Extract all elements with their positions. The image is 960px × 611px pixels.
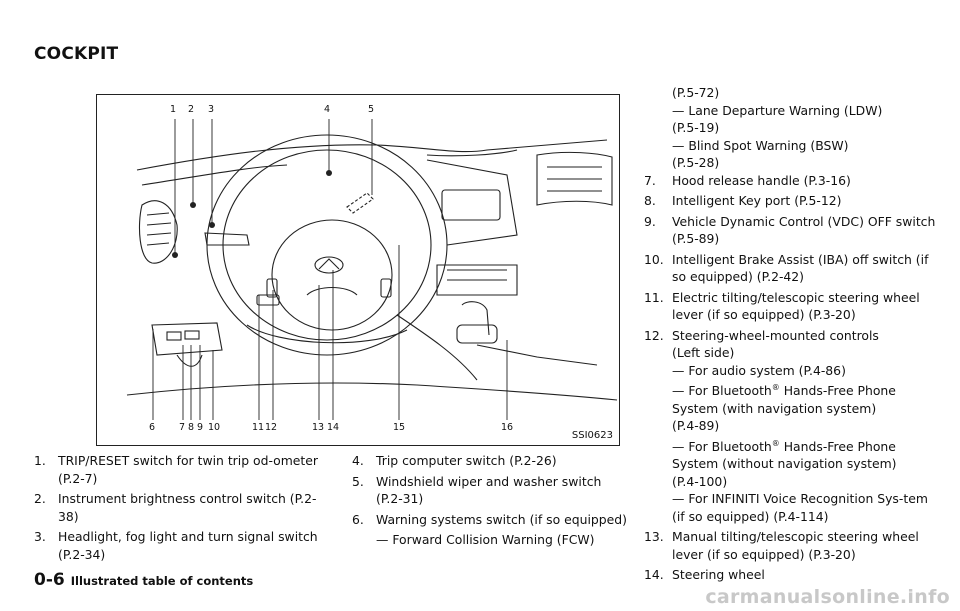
footer-caption: Illustrated table of contents bbox=[70, 574, 254, 588]
text-line: — Blind Spot Warning (BSW) bbox=[672, 137, 849, 153]
callout-1: 1 bbox=[170, 104, 177, 115]
page-number: 0-6 bbox=[34, 570, 65, 590]
list-item: 11.Electric tilting/telescopic steering … bbox=[644, 289, 920, 323]
text-line: (P.5-72) bbox=[672, 85, 720, 100]
callout-5: 5 bbox=[368, 104, 375, 115]
list-item: 6.Warning systems switch (if so equipped… bbox=[352, 511, 627, 527]
callout-9: 9 bbox=[197, 422, 204, 433]
callout-13: 13 bbox=[312, 422, 325, 433]
list-item: 12.Steering-wheel-mounted controls bbox=[644, 327, 879, 343]
callout-3: 3 bbox=[208, 104, 215, 115]
sub-item: — Forward Collision Warning (FCW) bbox=[376, 532, 595, 547]
cockpit-drawing bbox=[126, 119, 618, 420]
text-line: — For INFINITI Voice Recognition Sys-tem… bbox=[672, 491, 928, 524]
list-item: 13.Manual tilting/telescopic steering wh… bbox=[644, 529, 919, 562]
callout-12: 12 bbox=[265, 422, 278, 433]
callout-16: 16 bbox=[501, 422, 514, 433]
text-line: (P.5-28) bbox=[672, 155, 720, 170]
legend-column-3: (P.5-72) — Lane Departure Warning (LDW) … bbox=[644, 84, 944, 587]
cockpit-illustration: 1 2 3 4 5 6 7 8 9 10 11 12 13 14 15 16 S… bbox=[96, 94, 620, 446]
callout-6: 6 bbox=[149, 422, 156, 433]
list-item: 10.Intelligent Brake Assist (IBA) off sw… bbox=[644, 251, 929, 285]
text-line: (Left side) bbox=[672, 345, 735, 360]
text-line: (P.5-19) bbox=[672, 120, 720, 135]
callout-10: 10 bbox=[208, 422, 221, 433]
list-item: 8.Intelligent Key port (P.5-12) bbox=[644, 193, 842, 208]
list-item: 14.Steering wheel bbox=[644, 567, 765, 583]
callout-2: 2 bbox=[188, 104, 195, 115]
callout-11: 11 bbox=[252, 422, 265, 433]
text-line: — For audio system (P.4-86) bbox=[672, 362, 846, 378]
registered-mark: ® bbox=[771, 438, 780, 448]
list-item: 9.Vehicle Dynamic Control (VDC) OFF swit… bbox=[644, 213, 936, 247]
list-item: 5.Windshield wiper and washer switch (P.… bbox=[352, 473, 602, 507]
list-item: 2.Instrument brightness control switch (… bbox=[34, 491, 317, 524]
text-line: System (with navigation system) bbox=[672, 400, 877, 416]
callout-15: 15 bbox=[393, 422, 406, 433]
callout-4: 4 bbox=[324, 104, 331, 115]
list-item: 7.Hood release handle (P.3-16) bbox=[644, 172, 851, 188]
callout-14: 14 bbox=[327, 422, 340, 433]
section-title: COCKPIT bbox=[34, 44, 119, 64]
text-line: System (without navigation system) bbox=[672, 456, 897, 472]
callout-8: 8 bbox=[188, 422, 195, 433]
legend-column-2: 4.Trip computer switch (P.2-26) 5.Windsh… bbox=[352, 452, 627, 549]
text-line: — Lane Departure Warning (LDW) bbox=[672, 102, 883, 118]
figure-code: SSI0623 bbox=[571, 430, 613, 441]
callout-7: 7 bbox=[179, 422, 186, 433]
registered-mark: ® bbox=[771, 383, 780, 392]
list-item: 1.TRIP/RESET switch for twin trip od-ome… bbox=[34, 453, 319, 486]
text-line: (P.4-89) bbox=[672, 418, 720, 434]
text-line: — For Bluetooth® Hands-Free Phone bbox=[672, 383, 896, 399]
text-line: — For Bluetooth® Hands-Free Phone bbox=[672, 438, 896, 454]
legend-column-1: 1.TRIP/RESET switch for twin trip od-ome… bbox=[34, 452, 334, 566]
watermark: carmanualsonline.info bbox=[705, 586, 950, 608]
list-item: 4.Trip computer switch (P.2-26) bbox=[352, 453, 557, 468]
list-item: 3.Headlight, fog light and turn signal s… bbox=[34, 529, 318, 562]
text-line: (P.4-100) bbox=[672, 473, 728, 489]
page-footer: 0-6 Illustrated table of contents bbox=[34, 570, 253, 590]
